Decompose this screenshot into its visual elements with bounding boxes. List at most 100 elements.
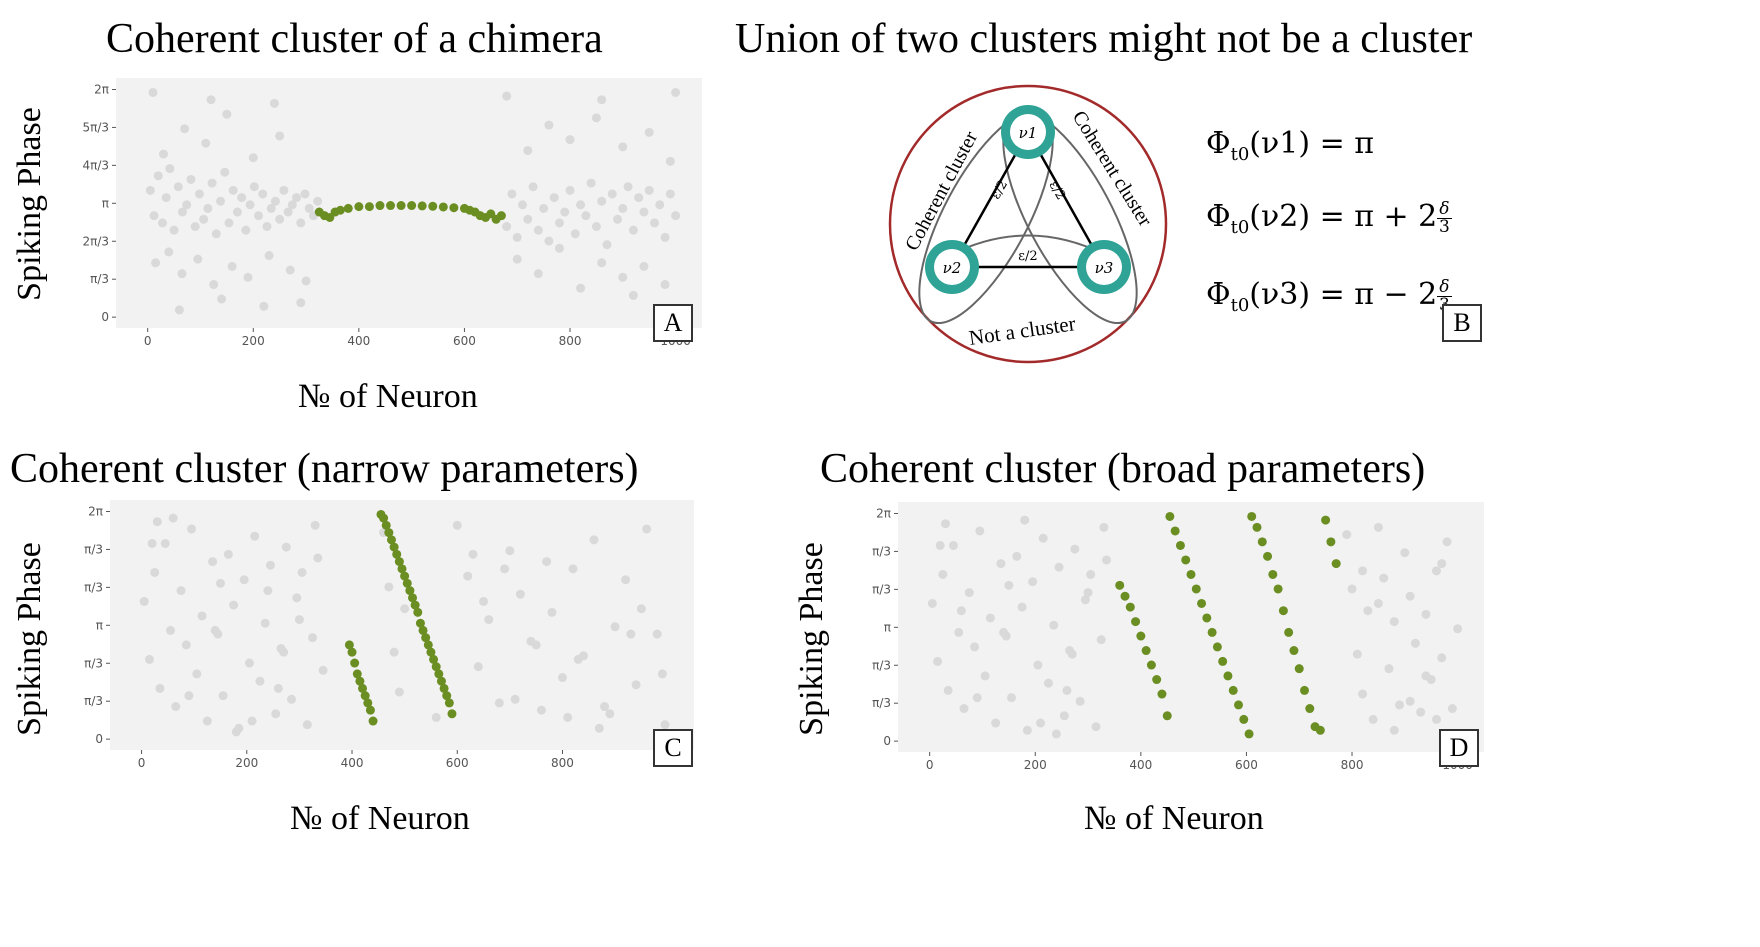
background-point [147,538,157,548]
x-tick-label: 600 [1235,758,1258,772]
background-point [533,225,543,235]
background-point [1389,617,1399,627]
background-point [980,671,990,681]
background-point [275,131,285,141]
background-point [935,540,945,550]
background-point [220,167,230,177]
background-point [652,629,662,639]
background-point [1410,638,1420,648]
background-point [1096,635,1106,645]
background-point [954,627,964,637]
cluster-point [1284,627,1294,637]
background-point [149,211,159,221]
cluster-point [1197,598,1207,608]
background-point [245,200,255,210]
background-point [283,207,293,217]
cluster-point [1331,559,1341,569]
cluster-point [418,625,428,635]
background-point [1004,580,1014,590]
background-point [281,542,291,552]
background-point [155,683,165,693]
cluster-point [408,593,418,603]
cluster-point [1315,725,1325,735]
background-point [639,261,649,271]
background-point [255,676,265,686]
background-point [260,618,270,628]
cluster-point [1252,522,1262,532]
background-point [310,520,320,530]
background-point [1437,653,1447,663]
background-point [262,222,272,232]
background-point [211,229,221,239]
background-point [1373,522,1383,532]
background-point [544,120,554,130]
background-point [602,240,612,250]
cluster-point [350,658,360,668]
y-tick-label: π/3 [84,542,103,556]
background-point [964,588,974,598]
cluster-point [426,647,436,657]
background-point [597,95,607,105]
background-point [190,222,200,232]
title-panel-d: Coherent cluster (broad parameters) [820,446,1426,492]
cluster-point [1268,569,1278,579]
x-tick-label: 200 [242,334,265,348]
cluster-point [1228,685,1238,695]
background-point [927,598,937,608]
cluster-point [384,528,394,538]
background-point [169,225,179,235]
background-point [1091,722,1101,732]
cluster-point [1207,627,1217,637]
background-point [996,559,1006,569]
background-point [623,182,633,192]
background-point [294,615,304,625]
background-point [166,625,176,635]
cluster-point [1239,714,1249,724]
x-tick-label: 0 [926,758,934,772]
cluster-point [1131,617,1141,627]
background-point [628,225,638,235]
background-point [223,549,233,559]
background-point [300,189,310,199]
background-point [287,694,297,704]
background-point [613,214,623,224]
cluster-point [1191,584,1201,594]
cluster-point [1294,664,1304,674]
background-point [628,290,638,300]
background-point [1080,595,1090,605]
cluster-point [343,203,353,213]
background-point [318,665,328,675]
background-point [636,604,646,614]
background-point [139,596,149,606]
background-point [1075,696,1085,706]
background-point [560,207,570,217]
background-point [547,607,557,617]
background-point [1453,624,1463,634]
cluster-point [344,640,354,650]
background-point [644,185,654,195]
cluster-point [347,647,357,657]
background-point [159,149,169,159]
background-point [554,243,564,253]
background-point [600,702,610,712]
ylabel-a: Spiking Phase [11,107,48,301]
y-tick-label: 2π [88,504,103,518]
background-point [270,196,280,206]
cluster-point [434,669,444,679]
background-point [1358,689,1368,699]
background-point [991,718,1001,728]
background-point [275,214,285,224]
background-point [400,604,410,614]
background-point [644,127,654,137]
cluster-point [1289,646,1299,656]
background-point [313,196,323,206]
background-point [193,254,203,264]
background-point [178,207,188,217]
cluster-point [442,691,452,701]
background-point [279,185,289,195]
background-point [176,586,186,596]
panel-letter-b: B [1442,304,1482,342]
node-2 [925,240,979,294]
background-point [523,214,533,224]
y-tick-label: 2π [876,506,891,520]
